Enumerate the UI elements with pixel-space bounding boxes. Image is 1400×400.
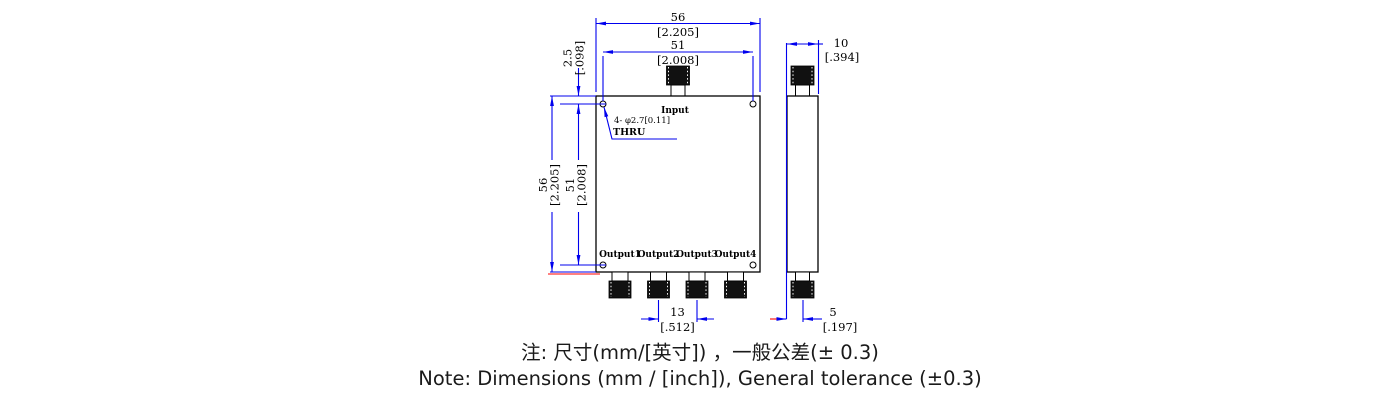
dim-hole-offset-mm: 2.5 bbox=[561, 49, 575, 67]
side-view bbox=[786, 65, 819, 299]
side-body bbox=[786, 95, 819, 273]
output1-label: Output1 bbox=[599, 250, 641, 260]
power-divider-dimension-drawing: Input Output1 Output2 Output3 Output4 bbox=[536, 10, 860, 334]
input-connector bbox=[666, 65, 690, 97]
note-line-english: Note: Dimensions (mm / [inch]), General … bbox=[418, 366, 982, 390]
dim-connector-offset: 5 [.197] bbox=[770, 300, 857, 334]
output1-connector bbox=[608, 271, 632, 299]
dim-body-width: 56 [2.205] bbox=[595, 10, 761, 92]
hole-callout-thru-text: THRU bbox=[613, 127, 646, 138]
dim-body-width-inch: [2.205] bbox=[657, 25, 699, 39]
dim-connector-offset-inch: [.197] bbox=[823, 320, 858, 334]
dim-hole-span-top-inch: [2.008] bbox=[657, 53, 699, 67]
dim-body-depth-inch: [.394] bbox=[825, 50, 860, 64]
dim-hole-offset: 2.5 [.098] bbox=[550, 41, 606, 105]
dim-hole-span-left-inch: [2.008] bbox=[575, 164, 589, 206]
dim-body-height: 56 [2.205] bbox=[536, 96, 600, 275]
dim-body-width-mm: 56 bbox=[671, 10, 686, 24]
mounting-hole-bottom-right bbox=[749, 261, 757, 269]
hole-callout: 4- φ2.7[0.11] THRU bbox=[603, 106, 677, 140]
output-connectors bbox=[608, 271, 747, 299]
output4-label: Output4 bbox=[715, 250, 757, 260]
dim-hole-span-left-mm: 51 bbox=[563, 178, 577, 193]
mounting-hole-top-right bbox=[749, 100, 757, 108]
front-body bbox=[595, 95, 761, 273]
input-connector-coupling bbox=[666, 65, 690, 86]
dim-body-height-inch: [2.205] bbox=[548, 164, 562, 206]
hole-callout-leader-line bbox=[603, 106, 677, 140]
output4-connector bbox=[724, 271, 747, 299]
front-view: Input Output1 Output2 Output3 Output4 bbox=[595, 65, 761, 299]
side-output-connector bbox=[790, 271, 815, 299]
note-line-chinese: 注: 尺寸(mm/[英寸]) ，一般公差(± 0.3) bbox=[521, 341, 879, 364]
output3-label: Output3 bbox=[676, 250, 718, 260]
dim-body-height-mm: 56 bbox=[536, 178, 550, 193]
output2-connector bbox=[647, 271, 670, 299]
dim-hole-span-left: 51 [2.008] bbox=[560, 104, 606, 266]
dim-hole-span-top: 51 [2.008] bbox=[602, 38, 754, 101]
dim-hole-offset-inch: [.098] bbox=[573, 41, 587, 76]
dim-body-depth-mm: 10 bbox=[834, 36, 849, 50]
dim-output-pitch-mm: 13 bbox=[670, 305, 685, 319]
dim-output-pitch: 13 [.512] bbox=[641, 300, 714, 334]
dim-output-pitch-inch: [.512] bbox=[660, 320, 695, 334]
side-input-connector bbox=[790, 65, 815, 97]
hole-callout-text: 4- φ2.7[0.11] bbox=[614, 116, 670, 126]
dim-hole-span-top-mm: 51 bbox=[671, 38, 686, 52]
output2-label: Output2 bbox=[638, 250, 680, 260]
dim-body-depth: 10 [.394] bbox=[785, 36, 860, 319]
drawing-notes: 注: 尺寸(mm/[英寸]) ，一般公差(± 0.3) Note: Dimens… bbox=[0, 340, 1400, 391]
input-connector-neck bbox=[670, 84, 686, 97]
input-port-label: Input bbox=[661, 106, 690, 116]
dim-connector-offset-mm: 5 bbox=[829, 305, 836, 319]
output3-connector bbox=[685, 271, 709, 299]
